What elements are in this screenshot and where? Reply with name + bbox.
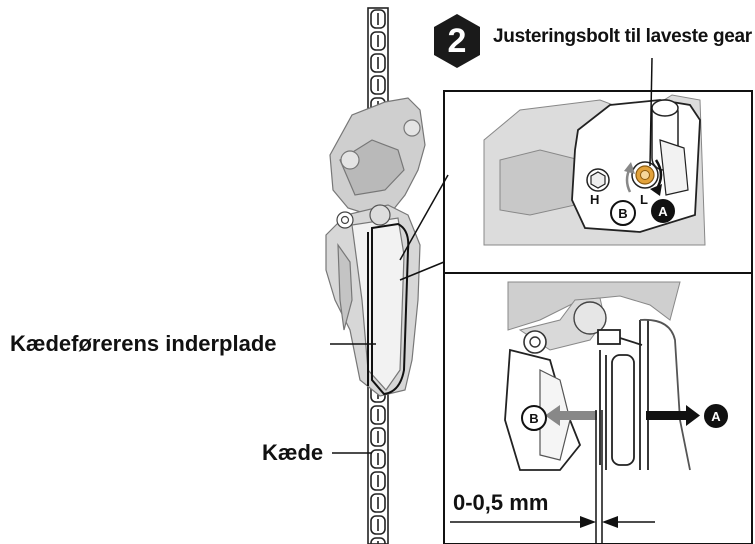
chain-link bbox=[370, 471, 386, 491]
chain-link bbox=[370, 9, 386, 29]
high-bolt-letter: H bbox=[590, 192, 600, 207]
rotation-arrows bbox=[624, 159, 663, 196]
title-leader-line bbox=[649, 57, 653, 167]
top-marker-b: B bbox=[610, 200, 636, 226]
low-adjust-bolt bbox=[631, 161, 659, 189]
derailleur-body bbox=[325, 97, 426, 397]
chain-link bbox=[370, 405, 386, 425]
low-bolt-letter: L bbox=[640, 192, 648, 207]
clearance-dimension bbox=[450, 410, 655, 544]
inner-plate bbox=[367, 222, 410, 396]
bottom-detail-view bbox=[504, 281, 681, 471]
direction-arrows bbox=[545, 405, 700, 426]
chain-link bbox=[370, 537, 386, 544]
chain-link bbox=[370, 427, 386, 447]
step-badge bbox=[434, 14, 480, 68]
chain-link bbox=[370, 515, 386, 535]
detail-frame bbox=[399, 90, 753, 544]
high-adjust-bolt bbox=[586, 168, 610, 192]
chain-link bbox=[370, 449, 386, 469]
step-title: Justeringsbolt til laveste gear bbox=[493, 26, 752, 47]
chain-link bbox=[370, 53, 386, 73]
chain-link bbox=[370, 493, 386, 513]
chain-link bbox=[370, 31, 386, 51]
clearance-label: 0-0,5 mm bbox=[453, 490, 549, 515]
top-marker-a: A bbox=[651, 199, 675, 223]
bottom-chain-and-plates bbox=[597, 318, 691, 471]
bottom-marker-a: A bbox=[704, 404, 728, 428]
inner-plate-label: Kædeførerens inderplade bbox=[10, 331, 277, 356]
chain-link bbox=[370, 75, 386, 95]
step-number: 2 bbox=[447, 21, 467, 60]
chain-label: Kæde bbox=[262, 440, 324, 465]
bottom-marker-b: B bbox=[521, 405, 547, 431]
